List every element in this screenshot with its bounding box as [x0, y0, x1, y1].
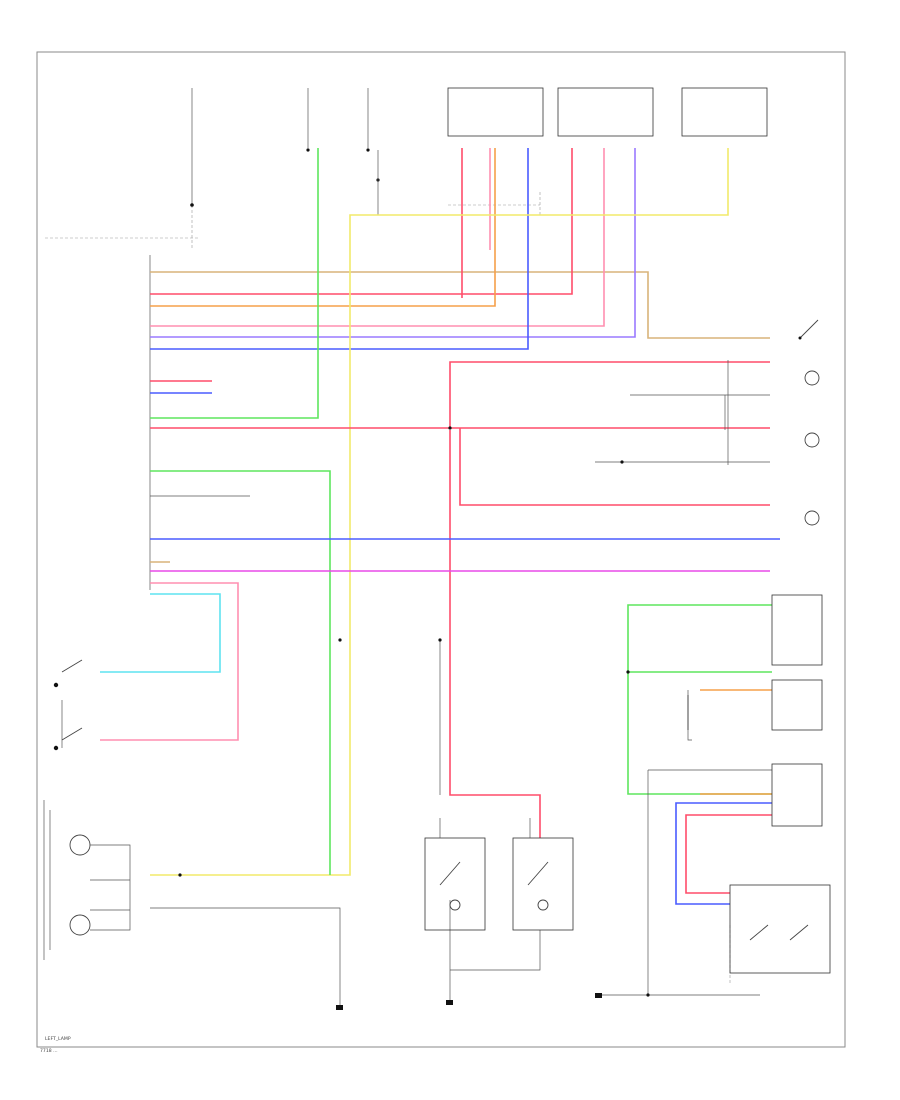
connector-icon: [729, 884, 831, 974]
diagram-frame: [36, 51, 846, 1048]
connector-icon: [771, 594, 823, 666]
door-switches: [424, 818, 574, 931]
ground-icon: [446, 1000, 453, 1005]
lamp-icon: [804, 432, 820, 448]
top-fuses: [190, 88, 380, 248]
footer-left-label: LEFT_LAMP: [45, 1036, 71, 1042]
grounds: [336, 993, 602, 1010]
top-modules: [447, 87, 768, 215]
lamp-icon: [69, 834, 91, 856]
footer-code: 7718 ...: [40, 1048, 58, 1054]
ground-icon: [336, 1005, 343, 1010]
lamp-icon: [69, 914, 91, 936]
ground-icon: [595, 993, 602, 998]
left-connector-block: [45, 237, 200, 590]
switch-icon: [799, 319, 819, 339]
junctions: [178, 426, 650, 997]
switch-icon: [439, 861, 461, 886]
right-components: [729, 319, 831, 974]
lamp-icon: [804, 510, 820, 526]
switch-icon: [527, 861, 549, 886]
lamp-icon: [804, 370, 820, 386]
wire-harness: [100, 148, 780, 905]
switch-icon: [61, 659, 83, 673]
left-components: [43, 659, 131, 960]
ground-wires: [150, 360, 772, 1005]
